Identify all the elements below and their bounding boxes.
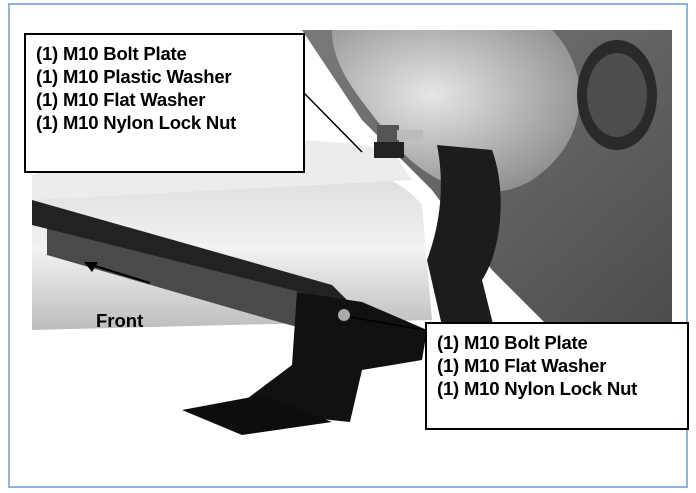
callout-line: (1) M10 Bolt Plate: [36, 43, 187, 64]
figure-caption-cropped: [0, 470, 696, 493]
callout-line: (1) M10 Flat Washer: [36, 89, 206, 110]
callout-line: (1) M10 Plastic Washer: [36, 66, 232, 87]
callout-line: (1) M10 Nylon Lock Nut: [437, 378, 638, 399]
callout-top: (1) M10 Bolt Plate (1) M10 Plastic Washe…: [24, 33, 305, 173]
callout-bottom: (1) M10 Bolt Plate (1) M10 Flat Washer (…: [425, 322, 689, 430]
callout-line: (1) M10 Nylon Lock Nut: [36, 112, 237, 133]
front-direction-label: Front: [96, 310, 144, 331]
callout-line: (1) M10 Bolt Plate: [437, 332, 588, 353]
callout-line: (1) M10 Flat Washer: [437, 355, 607, 376]
